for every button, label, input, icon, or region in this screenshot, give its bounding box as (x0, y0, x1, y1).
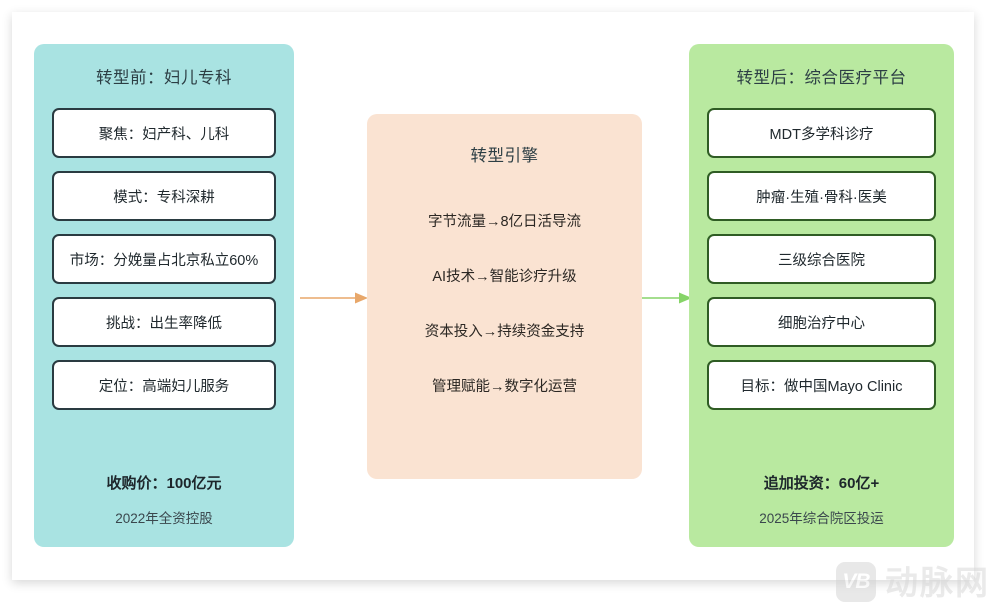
card-after-5[interactable]: 目标：做中国Mayo Clinic (707, 360, 936, 410)
panel-transformation-engine: 转型引擎 字节流量→8亿日活导流 AI技术→智能诊疗升级 资本投入→持续资金支持… (367, 114, 642, 479)
card-before-3[interactable]: 市场：分娩量占北京私立60% (52, 234, 276, 284)
panel-before-footer-main: 收购价：100亿元 (52, 472, 276, 493)
panel-before-title: 转型前：妇儿专科 (96, 64, 232, 88)
panel-after-footer-main: 追加投资：60亿+ (707, 472, 936, 493)
arrow-engine-to-after-icon (642, 291, 692, 305)
arrow-before-to-engine-icon (300, 291, 368, 305)
card-before-5[interactable]: 定位：高端妇儿服务 (52, 360, 276, 410)
engine-row-3: 资本投入→持续资金支持 (425, 320, 585, 341)
diagram-canvas: 转型前：妇儿专科 聚焦：妇产科、儿科 模式：专科深耕 市场：分娩量占北京私立60… (12, 12, 974, 580)
panel-after-transformation: 转型后：综合医疗平台 MDT多学科诊疗 肿瘤·生殖·骨科·医美 三级综合医院 细… (689, 44, 954, 547)
card-before-4[interactable]: 挑战：出生率降低 (52, 297, 276, 347)
vb-logo-icon: VB (836, 562, 876, 602)
card-after-2[interactable]: 肿瘤·生殖·骨科·医美 (707, 171, 936, 221)
panel-before-footer: 收购价：100亿元 2022年全资控股 (52, 472, 276, 533)
engine-row-1: 字节流量→8亿日活导流 (428, 210, 581, 231)
panel-before-card-list: 聚焦：妇产科、儿科 模式：专科深耕 市场：分娩量占北京私立60% 挑战：出生率降… (52, 108, 276, 410)
panel-after-card-list: MDT多学科诊疗 肿瘤·生殖·骨科·医美 三级综合医院 细胞治疗中心 目标：做中… (707, 108, 936, 410)
panel-after-title: 转型后：综合医疗平台 (737, 64, 907, 88)
panel-engine-row-list: 字节流量→8亿日活导流 AI技术→智能诊疗升级 资本投入→持续资金支持 管理赋能… (385, 210, 624, 396)
engine-row-2: AI技术→智能诊疗升级 (432, 265, 576, 286)
card-before-2[interactable]: 模式：专科深耕 (52, 171, 276, 221)
engine-row-4: 管理赋能→数字化运营 (432, 375, 577, 396)
card-after-4[interactable]: 细胞治疗中心 (707, 297, 936, 347)
card-before-1[interactable]: 聚焦：妇产科、儿科 (52, 108, 276, 158)
card-after-3[interactable]: 三级综合医院 (707, 234, 936, 284)
panel-before-footer-sub: 2022年全资控股 (52, 507, 276, 527)
watermark-text: 动脉网 (885, 566, 990, 599)
panel-after-footer: 追加投资：60亿+ 2025年综合院区投运 (707, 472, 936, 533)
card-after-1[interactable]: MDT多学科诊疗 (707, 108, 936, 158)
watermark: VB 动脉网 (836, 562, 990, 602)
panel-before-transformation: 转型前：妇儿专科 聚焦：妇产科、儿科 模式：专科深耕 市场：分娩量占北京私立60… (34, 44, 294, 547)
panel-engine-title: 转型引擎 (471, 142, 539, 166)
panel-after-footer-sub: 2025年综合院区投运 (707, 507, 936, 527)
